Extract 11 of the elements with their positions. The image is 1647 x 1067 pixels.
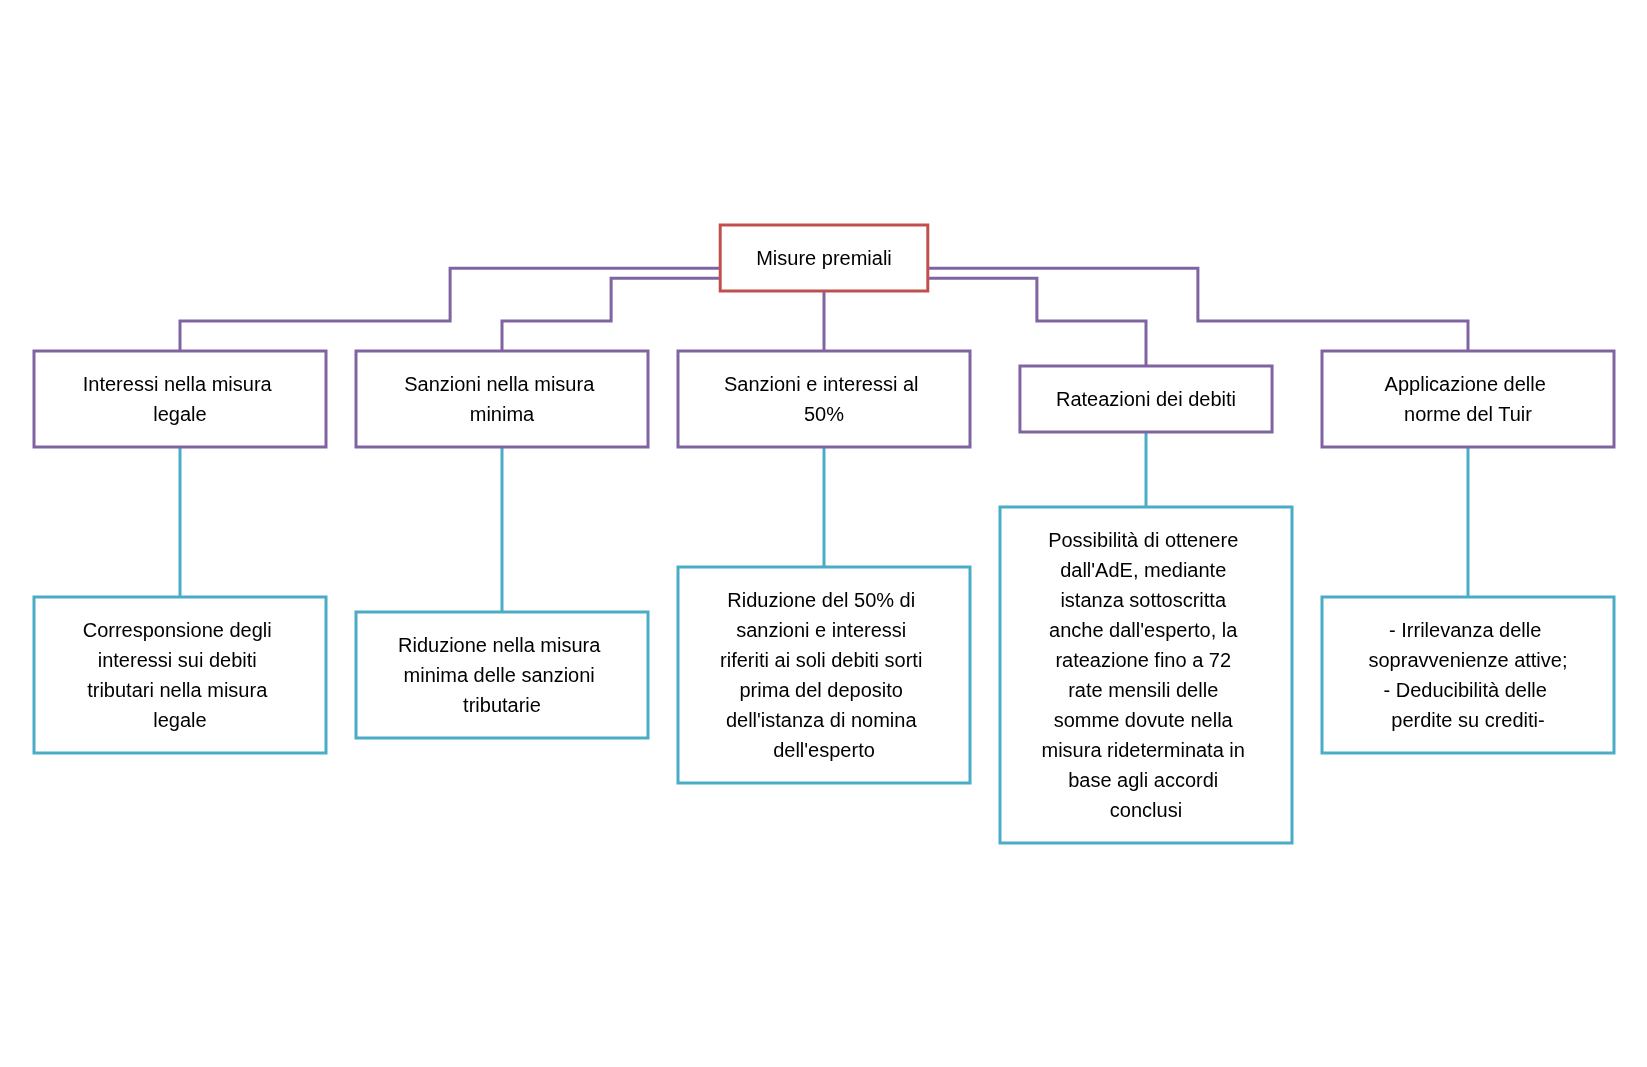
node-box: Riduzione nella misura minima delle sanzioni tributarie: [354, 610, 649, 739]
node-box: Corresponsione degli interessi sui debiti tributari nella misura legale: [32, 595, 327, 754]
node-box: Interessi nella misura legale: [32, 349, 327, 448]
node-box: Applicazione delle norme del Tuir: [1320, 349, 1615, 448]
node-box: - Irrilevanza delle sopravvenienze attive; - Deducibilità delle perdite su crediti-: [1320, 595, 1615, 754]
node-box: Sanzioni e interessi al 50%: [676, 349, 971, 448]
node-box: Misure premiali: [718, 223, 929, 292]
node-box: Rateazioni dei debiti: [1017, 364, 1274, 433]
node-box: Possibilità di ottenere dall'AdE, mediante istanza sottoscritta anche dall'esperto, la rateazione fino a 72 rate mensili delle somme dovute nella misura rideterminata in base agli accordi conclusi: [998, 505, 1293, 844]
node-box: Riduzione del 50% di sanzioni e interessi riferiti ai soli debiti sorti prima del deposito dell'istanza di nomina dell'esperto: [676, 565, 971, 784]
node-box: Sanzioni nella misura minima: [354, 349, 649, 448]
